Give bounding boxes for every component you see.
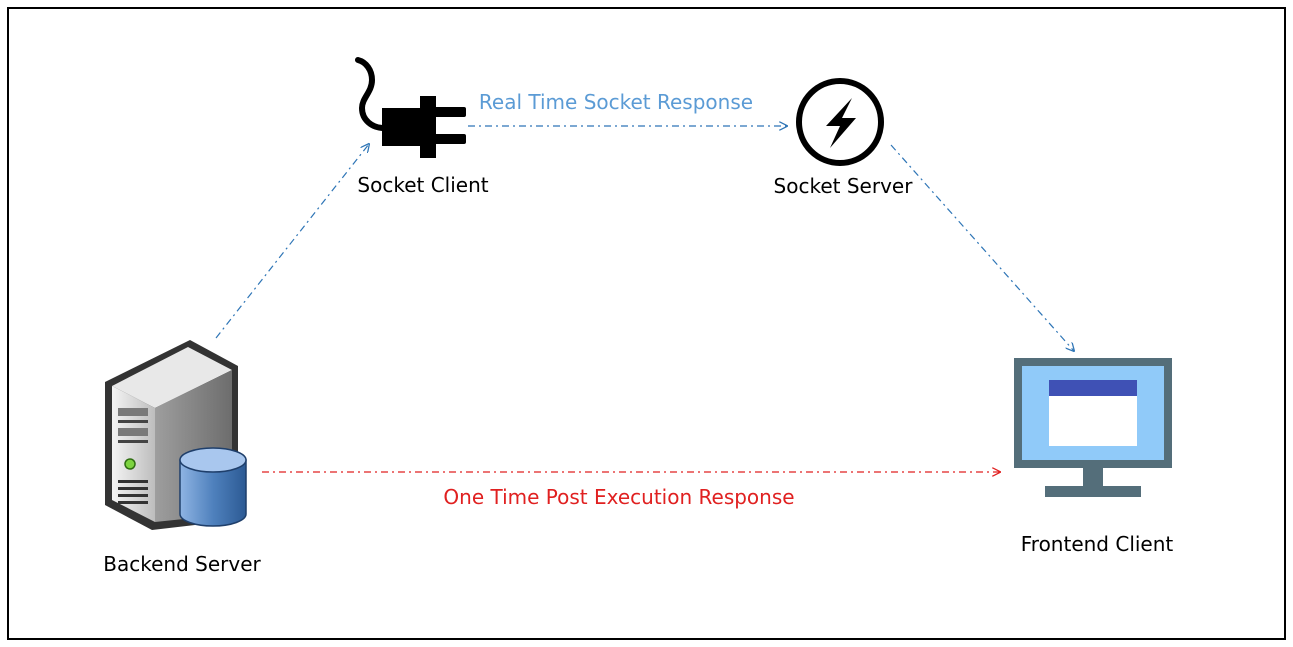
frontend-client-label: Frontend Client <box>1020 532 1174 556</box>
realtime-edge-label: Real Time Socket Response <box>478 90 754 114</box>
socket-io-icon <box>796 78 884 166</box>
diagram-frame <box>7 7 1286 640</box>
server-database-icon <box>105 340 247 530</box>
socket-client-label: Socket Client <box>357 173 489 197</box>
edge-socket-server-to-frontend <box>890 144 1074 351</box>
plug-icon <box>355 57 466 158</box>
socket-server-label: Socket Server <box>773 174 913 198</box>
onetime-edge-label: One Time Post Execution Response <box>443 485 795 509</box>
edge-backend-to-socket-client <box>215 144 369 339</box>
backend-server-label: Backend Server <box>103 552 261 576</box>
monitor-icon <box>1014 358 1172 497</box>
